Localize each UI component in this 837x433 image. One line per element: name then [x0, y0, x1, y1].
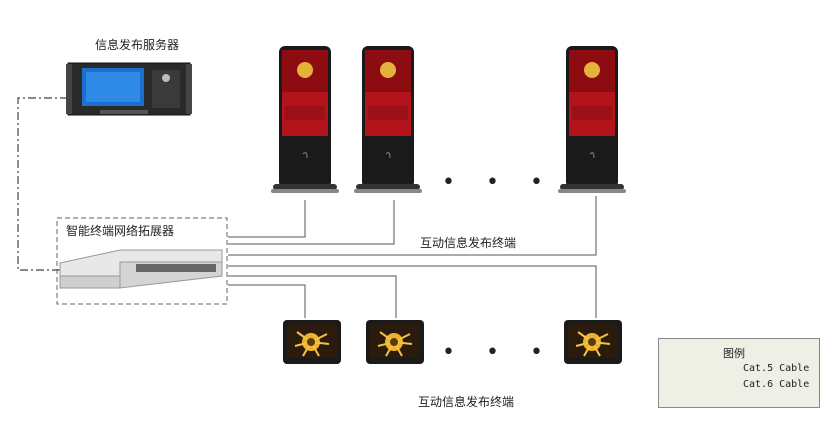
cable-to-display-3	[228, 265, 597, 318]
cable-to-display-2	[228, 275, 397, 318]
cable-to-kiosk-1	[228, 200, 306, 238]
display-terminal-2	[365, 319, 425, 365]
cat6-link	[17, 97, 68, 271]
ellipsis-bottom: • • •	[442, 340, 555, 365]
cable-to-kiosk-2	[228, 200, 395, 245]
terminals-top-label: 互动信息发布终端	[420, 236, 517, 250]
ellipsis-top: • • •	[442, 170, 555, 195]
terminals-bottom-label: 互动信息发布终端	[418, 395, 515, 409]
kiosk-terminal-2	[353, 45, 423, 194]
display-terminal-1	[282, 319, 342, 365]
legend-item-cat5: Cat.5 Cable	[743, 363, 810, 374]
kiosk-terminal-3	[557, 45, 627, 194]
legend-title: 图例	[723, 347, 745, 360]
network-switch-icon	[59, 249, 223, 289]
legend-item-cat6: Cat.6 Cable	[743, 379, 810, 390]
extender-label: 智能终端网络拓展器	[66, 224, 175, 238]
extender-group-box	[56, 217, 228, 305]
cable-to-display-1	[228, 284, 306, 318]
legend-box: 图例 Cat.5 Cable Cat.6 Cable	[658, 338, 820, 408]
server-icon	[66, 62, 192, 116]
display-terminal-3	[563, 319, 623, 365]
kiosk-terminal-1	[270, 45, 340, 194]
cable-to-kiosk-3	[228, 196, 597, 256]
server-label: 信息发布服务器	[95, 38, 180, 52]
